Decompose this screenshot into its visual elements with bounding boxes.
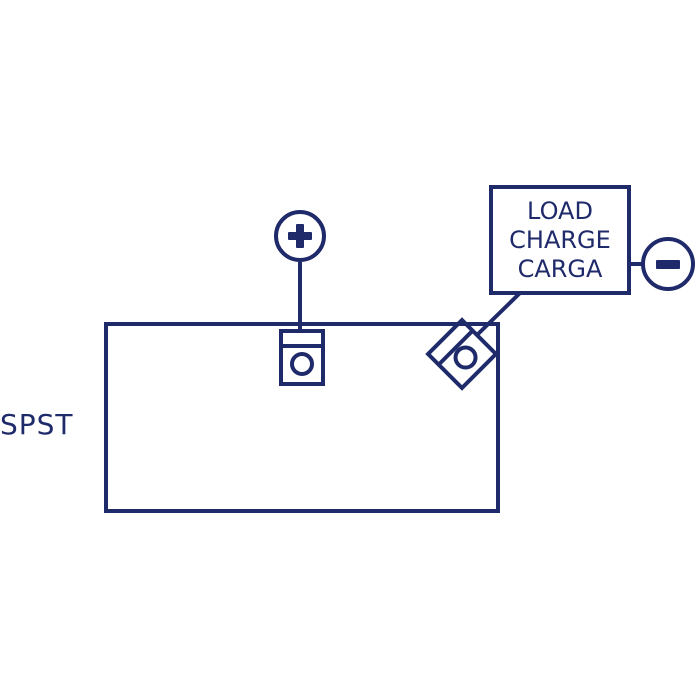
switch-type-label: SPST bbox=[0, 408, 74, 441]
minus-sign-icon bbox=[656, 260, 680, 269]
positive-symbol-icon bbox=[274, 210, 326, 262]
load-label-en: LOAD bbox=[527, 196, 593, 225]
negative-symbol-icon bbox=[641, 237, 695, 291]
load-box bbox=[489, 185, 631, 295]
load-label-fr: CHARGE bbox=[509, 225, 611, 254]
load-label-es: CARGA bbox=[517, 254, 603, 283]
negative-terminal-post bbox=[425, 317, 499, 391]
positive-terminal-post bbox=[279, 329, 325, 386]
load-box-label: LOAD CHARGE CARGA bbox=[493, 190, 627, 290]
plus-sign-icon bbox=[288, 224, 312, 248]
load-wire bbox=[476, 291, 522, 336]
